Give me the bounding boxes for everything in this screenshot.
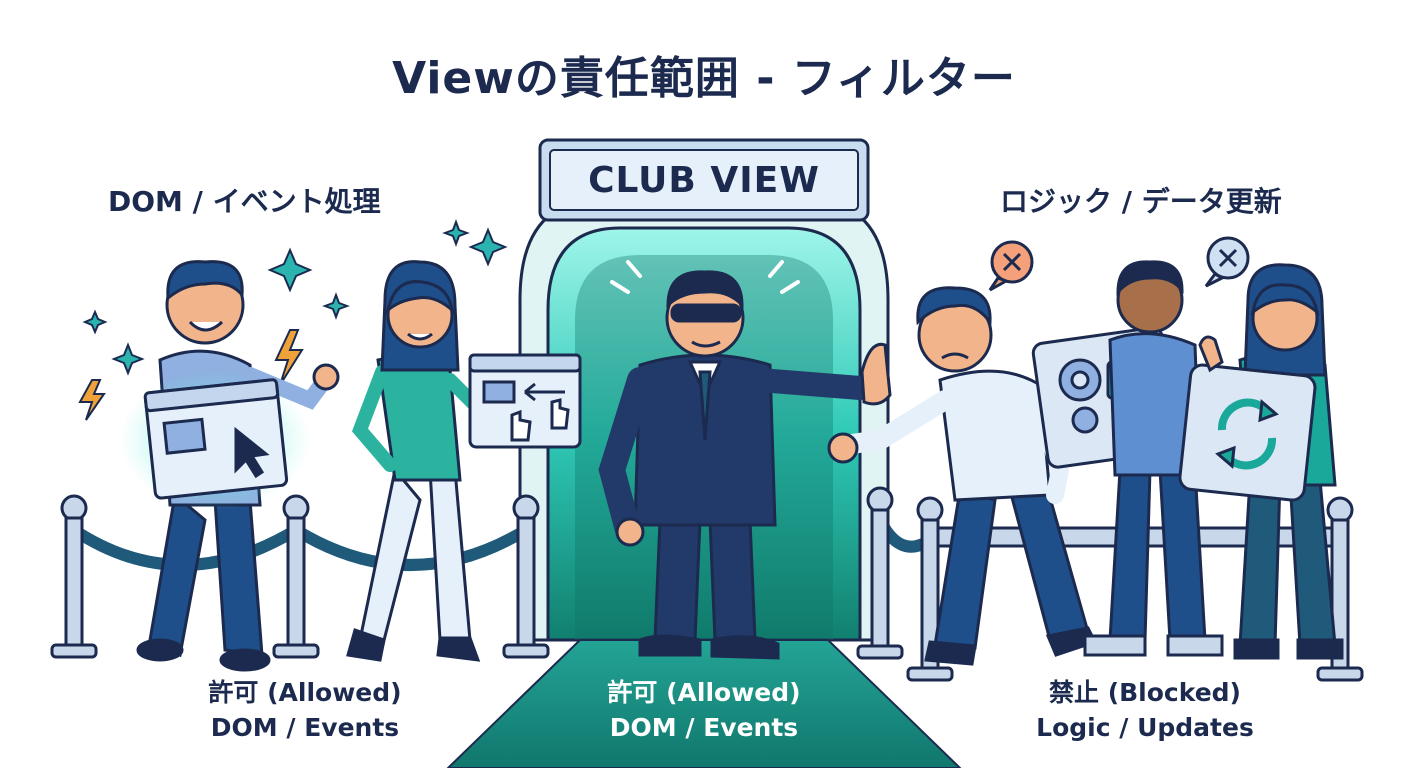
browser-window-tablet <box>120 370 310 510</box>
spotlight-rays <box>610 260 800 294</box>
hand-icon <box>1198 335 1224 373</box>
sparkle-icon <box>82 219 508 376</box>
left-section-label: DOM / イベント処理 <box>108 185 381 218</box>
page-title: Viewの責任範囲 - フィルター <box>392 53 1016 104</box>
right-caption: 禁止 (Blocked) Logic / Updates <box>1010 675 1280 745</box>
lightning-icon <box>78 329 304 421</box>
left-caption: 許可 (Allowed) DOM / Events <box>170 675 440 745</box>
center-caption-line2: DOM / Events <box>609 713 799 742</box>
left-caption-line2: DOM / Events <box>210 713 400 742</box>
right-caption-line2: Logic / Updates <box>1036 713 1254 742</box>
gear-icon <box>1058 358 1102 434</box>
ui-window-card <box>468 353 582 449</box>
right-caption-line1: 禁止 (Blocked) <box>1049 678 1241 707</box>
allowed-person-woman <box>346 260 542 662</box>
update-card <box>1178 363 1317 502</box>
club-sign-text: CLUB VIEW <box>588 160 820 201</box>
center-caption: 許可 (Allowed) DOM / Events <box>570 675 838 745</box>
blocked-person-middle <box>1083 260 1224 657</box>
cross-icon <box>988 236 1250 292</box>
left-caption-line1: 許可 (Allowed) <box>208 678 402 707</box>
left-rope-barrier <box>50 494 550 659</box>
cursor-icon <box>234 426 270 479</box>
bouncer-guard <box>598 270 892 660</box>
blocked-person-angry-man <box>827 286 1098 666</box>
club-sign <box>538 138 870 222</box>
center-caption-line1: 許可 (Allowed) <box>607 678 801 707</box>
right-section-label: ロジック / データ更新 <box>1000 185 1282 218</box>
hand-cursor-icon <box>510 398 570 442</box>
